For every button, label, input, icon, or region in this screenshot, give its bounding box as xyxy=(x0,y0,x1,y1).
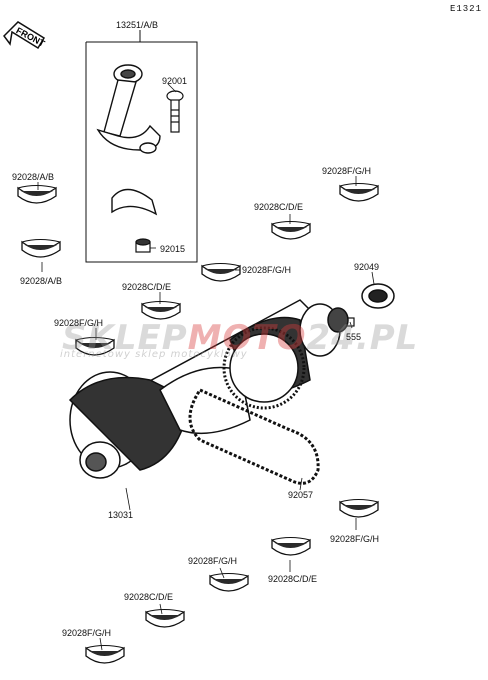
crankshaft-drawing xyxy=(68,299,349,479)
label-crankshaft: 13031 xyxy=(108,510,134,520)
label-main-bearing-fgh-3: 92028F/G/H xyxy=(54,318,104,328)
main-bearing-shell-cde-1 xyxy=(271,220,311,240)
label-main-bearing-cde-2: 92028C/D/E xyxy=(122,282,172,292)
watermark-logo: SKLEPMOTO24.PL xyxy=(62,318,418,358)
main-bearing-shell-fgh-4 xyxy=(339,498,379,518)
label-pin: 555 xyxy=(346,332,362,342)
label-cam-chain: 92057 xyxy=(288,490,314,500)
label-rod-bearing-upper: 92028/A/B xyxy=(12,172,55,182)
label-rod-bolt: 92001 xyxy=(162,76,188,86)
label-main-bearing-fgh-6: 92028F/G/H xyxy=(62,628,112,638)
main-bearing-shell-fgh-5 xyxy=(209,572,249,592)
label-main-bearing-fgh-1: 92028F/G/H xyxy=(322,166,372,176)
page-code: E1321 xyxy=(449,4,482,14)
cam-chain-drawing xyxy=(188,388,320,485)
oil-seal-icon xyxy=(361,283,395,309)
label-main-bearing-cde-4: 92028C/D/E xyxy=(124,592,174,602)
front-arrow-icon: FRONT xyxy=(3,21,47,50)
label-main-bearing-cde-3: 92028C/D/E xyxy=(268,574,318,584)
main-bearing-shell-cde-4 xyxy=(145,608,185,628)
main-bearing-shell-cde-2 xyxy=(141,300,181,320)
connecting-rod-group-box xyxy=(85,30,198,263)
leader-lines xyxy=(37,83,375,651)
label-main-bearing-fgh-4: 92028F/G/H xyxy=(330,534,380,544)
label-oil-seal: 92049 xyxy=(354,262,380,272)
watermark-subtitle: internetowy sklep motocyklowy xyxy=(60,349,248,360)
label-main-bearing-fgh-5: 92028F/G/H xyxy=(188,556,238,566)
rod-bearing-lower-shell xyxy=(21,238,61,258)
rod-bearing-upper-shell xyxy=(17,184,57,204)
label-rod-nut: 92015 xyxy=(160,244,186,254)
main-bearing-shell-fgh-2 xyxy=(201,262,241,282)
watermark-text-grey-2: 24.PL xyxy=(306,318,419,358)
main-bearing-shell-fgh-6 xyxy=(85,644,125,664)
main-bearing-shell-cde-3 xyxy=(271,536,311,556)
label-rod-bearing-lower: 92028/A/B xyxy=(20,276,63,286)
watermark-text-red: MOTO xyxy=(187,318,307,358)
rod-bolt-icon xyxy=(166,90,184,133)
main-bearing-shell-fgh-1 xyxy=(339,182,379,202)
connecting-rod-drawing xyxy=(96,64,161,216)
rod-nut-icon xyxy=(135,238,151,253)
label-main-bearing-cde-1: 92028C/D/E xyxy=(254,202,304,212)
watermark-text-grey: SKLEP xyxy=(62,318,188,358)
label-connecting-rod-assy: 13251/A/B xyxy=(116,20,159,30)
label-main-bearing-fgh-2: 92028F/G/H xyxy=(242,265,292,275)
